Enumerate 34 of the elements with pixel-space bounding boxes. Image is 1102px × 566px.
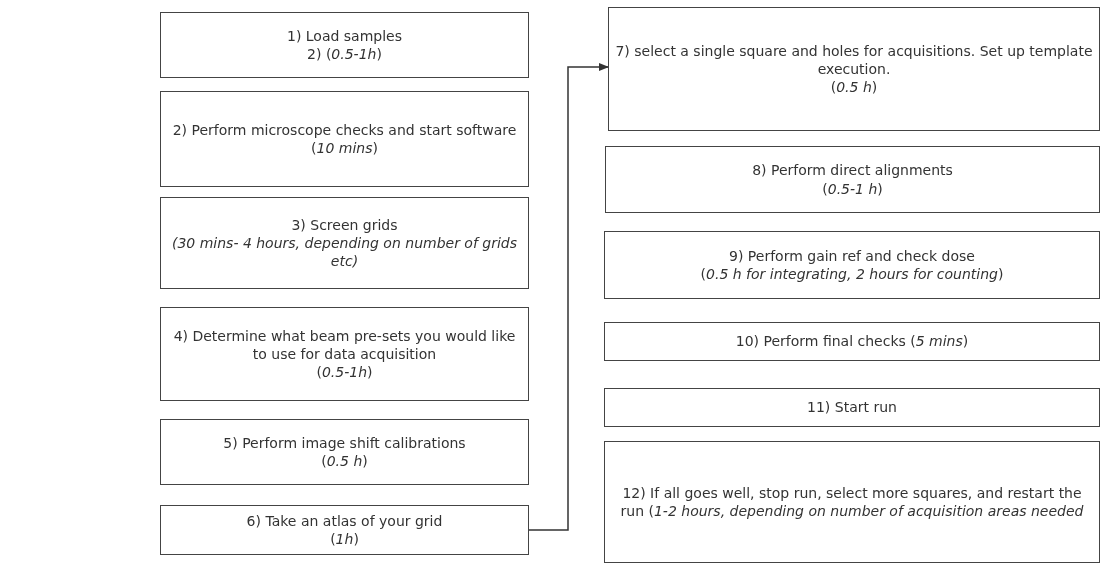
process-box <box>604 231 1100 299</box>
connector-arrow <box>528 62 610 531</box>
duration-text: (10 mins) <box>310 139 379 158</box>
duration-text: (0.5 h) <box>320 452 369 471</box>
process-box <box>604 441 1100 563</box>
process-box <box>608 7 1100 131</box>
process-box <box>160 505 529 555</box>
process-box <box>604 388 1100 427</box>
step-label: 5) Perform image shift calibrations <box>222 433 467 452</box>
duration-text: 2) (0.5-1h) <box>306 45 383 64</box>
step-label: 4) Determine what beam pre-sets you would like to use for data acquisition <box>172 326 517 364</box>
step-label: 8) Perform direct alignments <box>751 161 954 180</box>
step-label: 6) Take an atlas of your grid <box>245 511 444 530</box>
step-label: 1) Load samples <box>285 26 404 45</box>
step-label: 2) Perform microscope checks and start software <box>171 120 518 139</box>
duration-text: (1h) <box>329 530 360 549</box>
step-label: 3) Screen grids <box>290 215 399 234</box>
process-box <box>160 91 529 187</box>
step-label: 10) Perform final checks (5 mins) <box>734 332 970 351</box>
process-box <box>160 307 529 401</box>
step-label: 11) Start run <box>806 398 898 417</box>
duration-text: (0.5 h) <box>829 78 879 97</box>
process-box <box>605 146 1100 213</box>
duration-text: (0.5 h for integrating, 2 hours for counting) <box>699 265 1005 284</box>
process-box <box>160 12 529 78</box>
step-label: 12) If all goes well, stop run, select more squares, and restart the run (1-2 hours, depending on number of acquisition areas needed <box>619 483 1085 521</box>
step-label: 9) Perform gain ref and check dose <box>728 246 976 265</box>
process-box <box>160 419 529 485</box>
duration-text: (30 mins- 4 hours, depending on number of grids etc) <box>170 233 518 271</box>
duration-text: (0.5-1h) <box>315 363 374 382</box>
process-box <box>160 197 529 289</box>
step-label: 7) select a single square and holes for acquisitions. Set up template execution. <box>615 41 1093 79</box>
duration-text: (0.5-1 h) <box>821 179 884 198</box>
process-box <box>604 322 1100 361</box>
